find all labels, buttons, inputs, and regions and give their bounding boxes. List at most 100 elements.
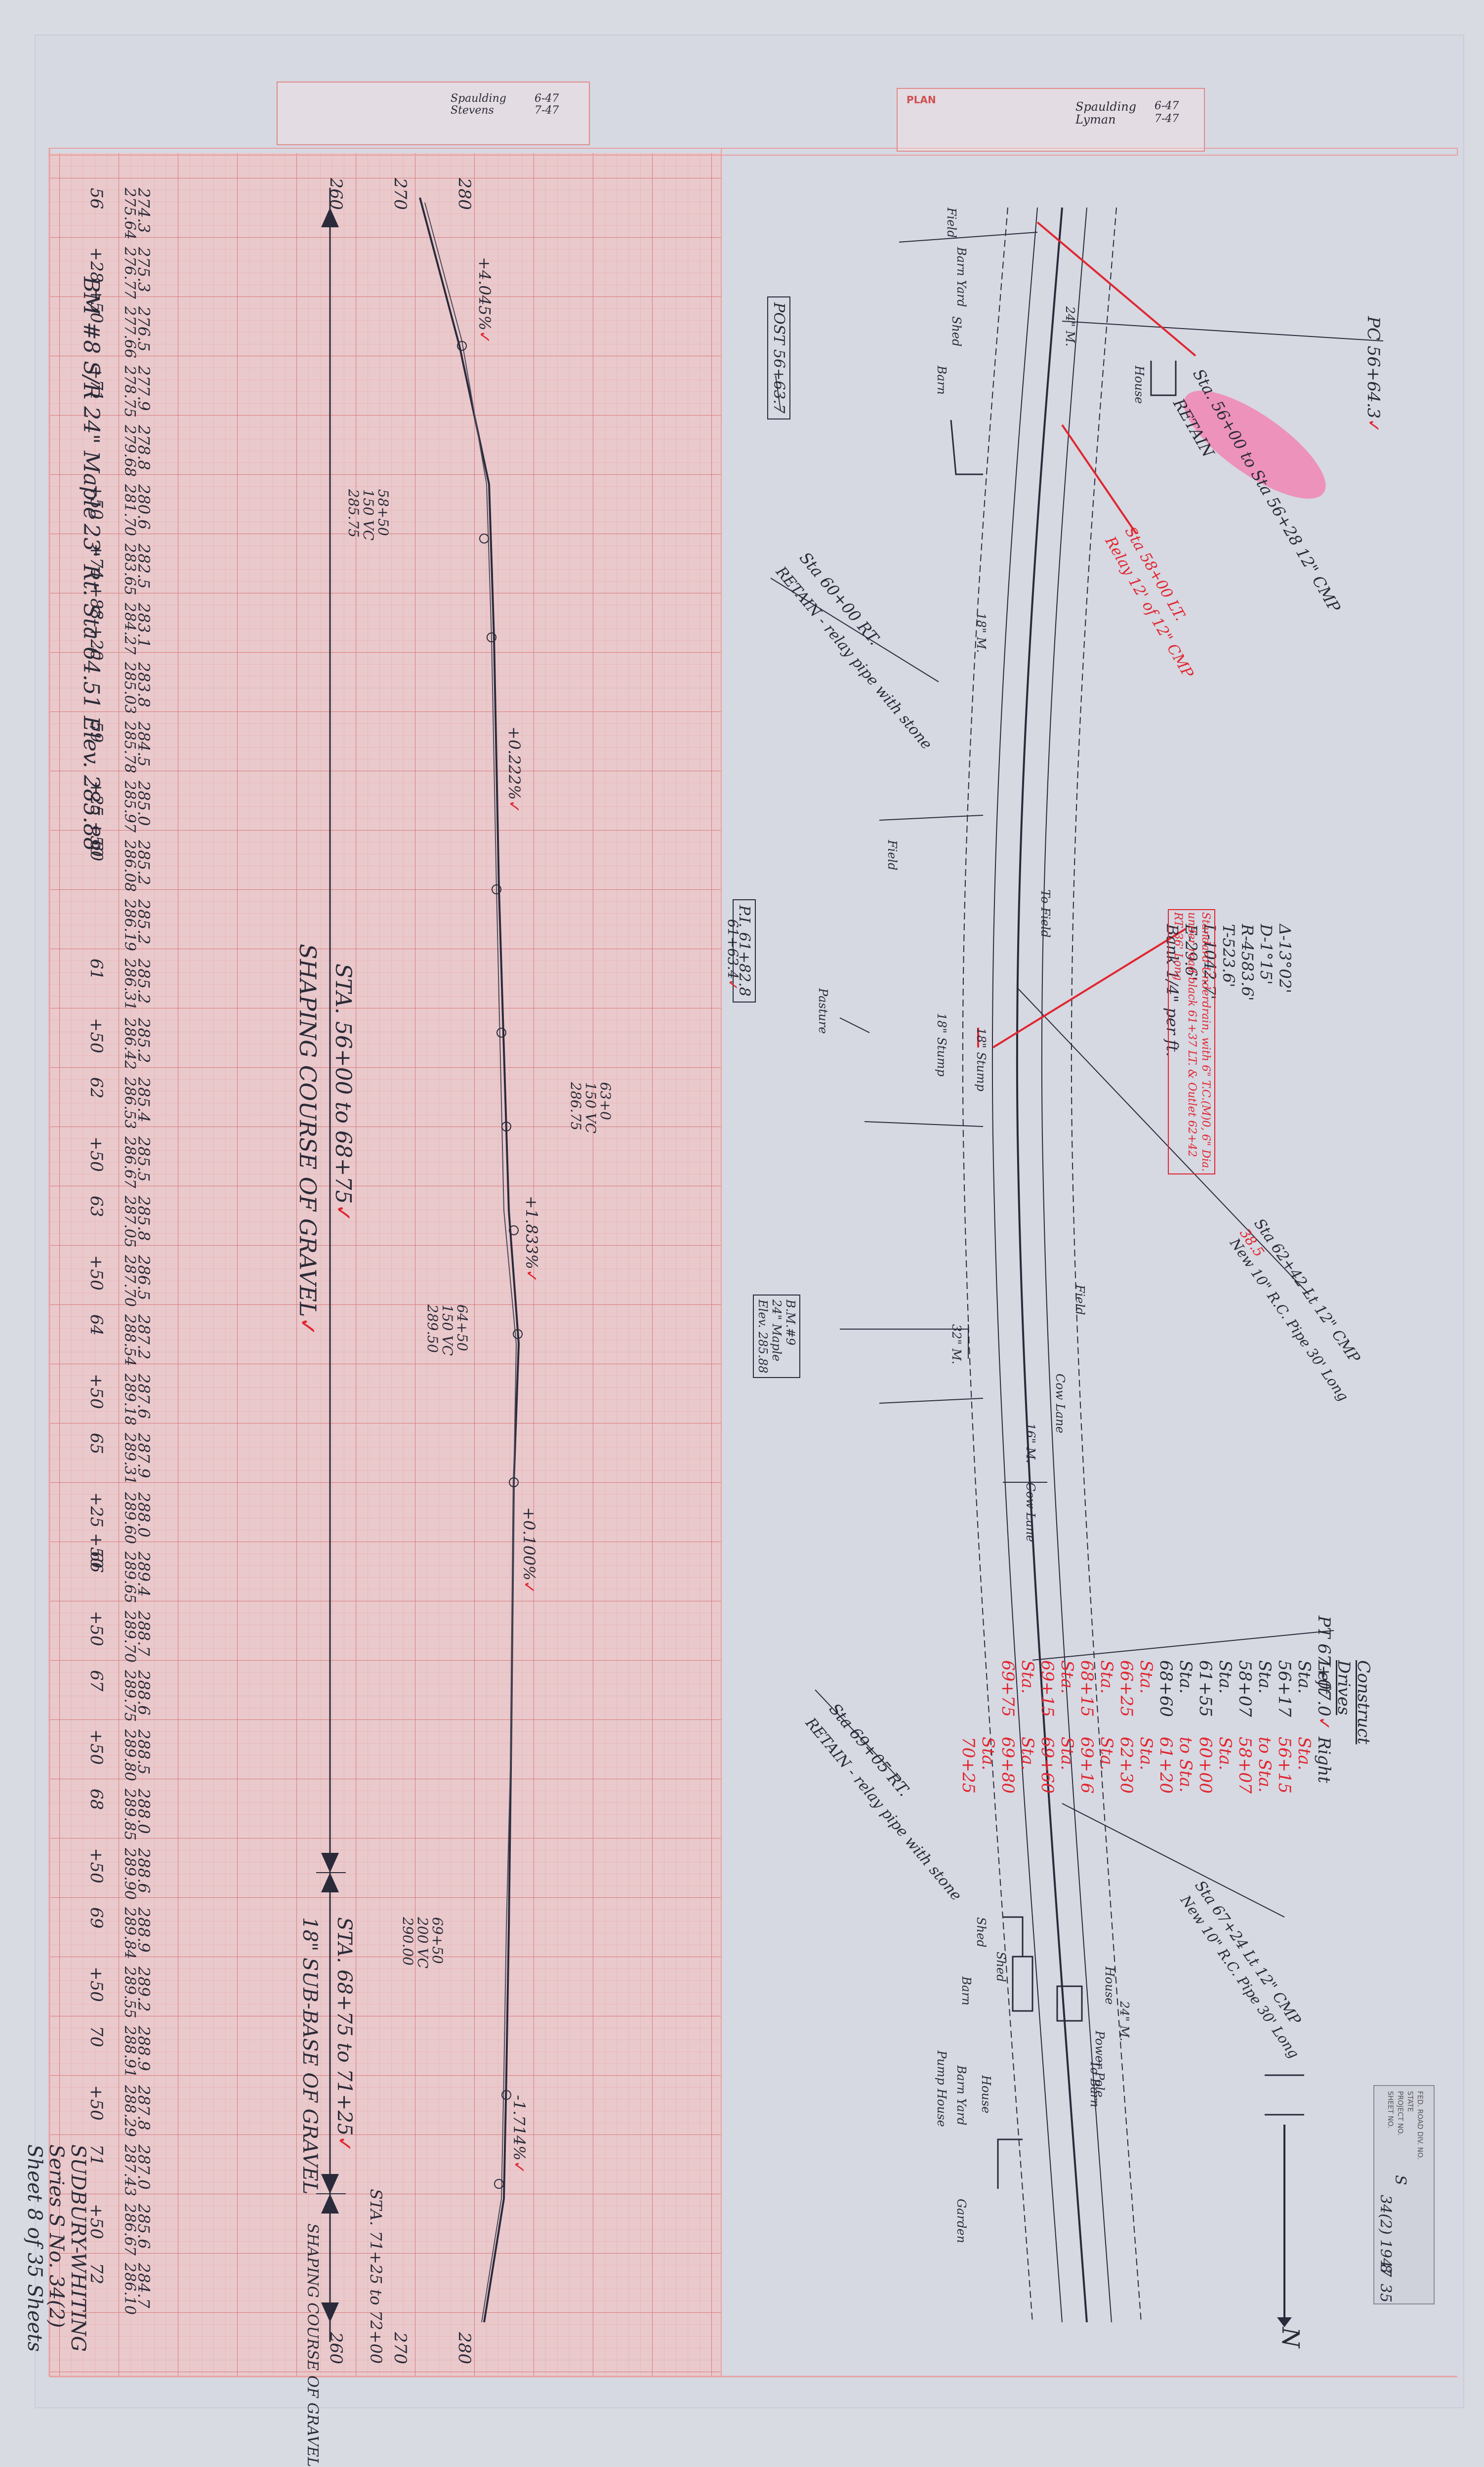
plan-feature-label: Field bbox=[945, 208, 958, 238]
station-label: 62 bbox=[86, 1077, 106, 1099]
road-centerline bbox=[1016, 207, 1088, 2323]
plan-tb-label: PLAN bbox=[907, 94, 936, 106]
grade-elev: 287.70 bbox=[121, 1255, 138, 1307]
station-label: +50 bbox=[86, 1255, 106, 1291]
elev-bottom-260: 260 bbox=[326, 2332, 346, 2364]
plan-feature-label: 18" Stump bbox=[935, 1013, 948, 1077]
grade-elev: 284.27 bbox=[121, 603, 138, 655]
underdrain-note: Standard Underdrain, with 6" T.C.(M)0, 6… bbox=[1168, 909, 1215, 1175]
plan-feature-label: Shed bbox=[974, 1917, 988, 1948]
elev-top-280: 280 bbox=[454, 178, 474, 210]
plan-feature-label: House bbox=[979, 2075, 993, 2114]
grade-elev: 278.75 bbox=[121, 366, 138, 418]
plan-feature-label: Cow Lane bbox=[1053, 1374, 1067, 1433]
station-label: 56 bbox=[86, 188, 106, 209]
corner-l1: FED. ROAD DIV. NO. bbox=[1416, 2091, 1424, 2160]
plan-feature-label: To Barn bbox=[1088, 2060, 1102, 2108]
plan-feature-label: Cow Lane bbox=[1024, 1482, 1037, 1542]
plan-feature-label: 16" M. bbox=[1024, 1423, 1037, 1463]
elev-bottom-270: 270 bbox=[390, 2332, 410, 2364]
grade-5: -1.714%✓ bbox=[510, 2095, 529, 2174]
station-label: 65 bbox=[86, 1433, 106, 1455]
grade-elev: 287.43 bbox=[121, 2144, 138, 2196]
station-label: 67 bbox=[86, 1670, 106, 1692]
grade-elev: 277.66 bbox=[121, 306, 138, 358]
grade-elev: 289.85 bbox=[121, 1789, 138, 1840]
grade-elev: 286.10 bbox=[121, 2263, 138, 2315]
profile-tb-name2: Stevens bbox=[451, 104, 494, 117]
station-label: 66 bbox=[86, 1551, 106, 1573]
post-label: POST 56+63.7 bbox=[767, 296, 790, 419]
grade-elev: 286.42 bbox=[121, 1018, 138, 1070]
grade-elev: 289.90 bbox=[121, 1848, 138, 1900]
plan-feature-label: Barn bbox=[935, 366, 948, 395]
corner-total: 35 bbox=[1377, 2284, 1394, 2303]
plan-feature-label: 32" M. bbox=[949, 1324, 963, 1365]
station-label: 63 bbox=[86, 1196, 106, 1217]
profile-ground-line bbox=[424, 202, 517, 2323]
plan-tb-date1: 6-47 bbox=[1154, 100, 1179, 112]
grade-elev: 285.78 bbox=[121, 721, 138, 773]
profile-grade-line bbox=[419, 197, 520, 2323]
station-label: +50 bbox=[86, 1848, 106, 1883]
station-label: 68 bbox=[86, 1789, 106, 1810]
station-label: 64 bbox=[86, 1314, 106, 1336]
pi-label2: 61+63.4✓ bbox=[725, 919, 741, 991]
plan-feature-label: Field bbox=[885, 840, 899, 871]
plan-feature-label: House bbox=[1103, 1966, 1116, 2005]
plan-tb-name2: Lyman bbox=[1075, 113, 1116, 126]
shaping-2-sta: STA. 71+25 to 72+00 bbox=[367, 2189, 385, 2364]
grade-elev: 289.65 bbox=[121, 1551, 138, 1603]
road-edge-left bbox=[991, 207, 1063, 2323]
grade-4: +0.100%✓ bbox=[520, 1507, 538, 1594]
grade-elev: 289.31 bbox=[121, 1433, 138, 1485]
subbase-text: 18" SUB-BASE OF GRAVEL bbox=[298, 1917, 321, 2195]
station-label: +50 bbox=[86, 2204, 106, 2239]
shaping-1-text: SHAPING COURSE OF GRAVEL✓ bbox=[294, 944, 321, 1337]
station-label: +50 bbox=[86, 1136, 106, 1172]
corner-sheet: 8 bbox=[1377, 2264, 1394, 2274]
station-label: 61 bbox=[86, 959, 106, 980]
plan-feature-label: 24" M. bbox=[1117, 2001, 1131, 2042]
plan-feature-label: 18" Stump bbox=[974, 1028, 988, 1091]
road-edge-right bbox=[1041, 207, 1112, 2323]
station-label: +50 bbox=[86, 1374, 106, 1409]
grade-elev: 288.29 bbox=[121, 2085, 138, 2137]
plan-feature-label: Shed bbox=[994, 1952, 1008, 1982]
grade-3: +1.833%✓ bbox=[522, 1196, 541, 1283]
subbase-sta: STA. 68+75 to 71+25✓ bbox=[333, 1917, 356, 2152]
plan-feature-label: 24" M. bbox=[1063, 306, 1077, 347]
profile-bm-note2: 23' Rt. Sta 64.51 Elev. 285.88 bbox=[79, 524, 104, 851]
shaping-2-text: SHAPING COURSE OF GRAVEL bbox=[304, 2223, 321, 2467]
grade-elev: 279.68 bbox=[121, 425, 138, 477]
station-label: +50 bbox=[86, 2085, 106, 2121]
grade-elev: 286.31 bbox=[121, 959, 138, 1010]
corner-state: S bbox=[1392, 2175, 1409, 2185]
elev-top-260: 260 bbox=[326, 178, 346, 210]
corner-l3: PROJECT NO. bbox=[1396, 2091, 1404, 2136]
north-label: N bbox=[1277, 2327, 1304, 2348]
plan-feature-label: 18" M. bbox=[974, 613, 988, 653]
grade-2: +0.222%✓ bbox=[505, 726, 524, 813]
row-line-left bbox=[962, 207, 1033, 2323]
grade-elev: 286.53 bbox=[121, 1077, 138, 1129]
grade-elev: 286.08 bbox=[121, 840, 138, 892]
grade-elev: 289.80 bbox=[121, 1729, 138, 1781]
grade-elev: 286.67 bbox=[121, 2204, 138, 2256]
station-label: +50 bbox=[86, 1729, 106, 1765]
grade-elev: 289.70 bbox=[121, 1611, 138, 1663]
elev-top-270: 270 bbox=[390, 178, 410, 210]
shaping-1-sta: STA. 56+00 to 68+75✓ bbox=[330, 963, 356, 1222]
elev-bottom-280: 280 bbox=[454, 2332, 474, 2364]
station-label: 71 bbox=[86, 2144, 106, 2166]
plan-feature-label: Pump House bbox=[935, 2050, 948, 2127]
grade-elev: 283.65 bbox=[121, 544, 138, 595]
profile-vertex-markers bbox=[457, 341, 523, 2189]
grade-elev: 289.75 bbox=[121, 1670, 138, 1722]
